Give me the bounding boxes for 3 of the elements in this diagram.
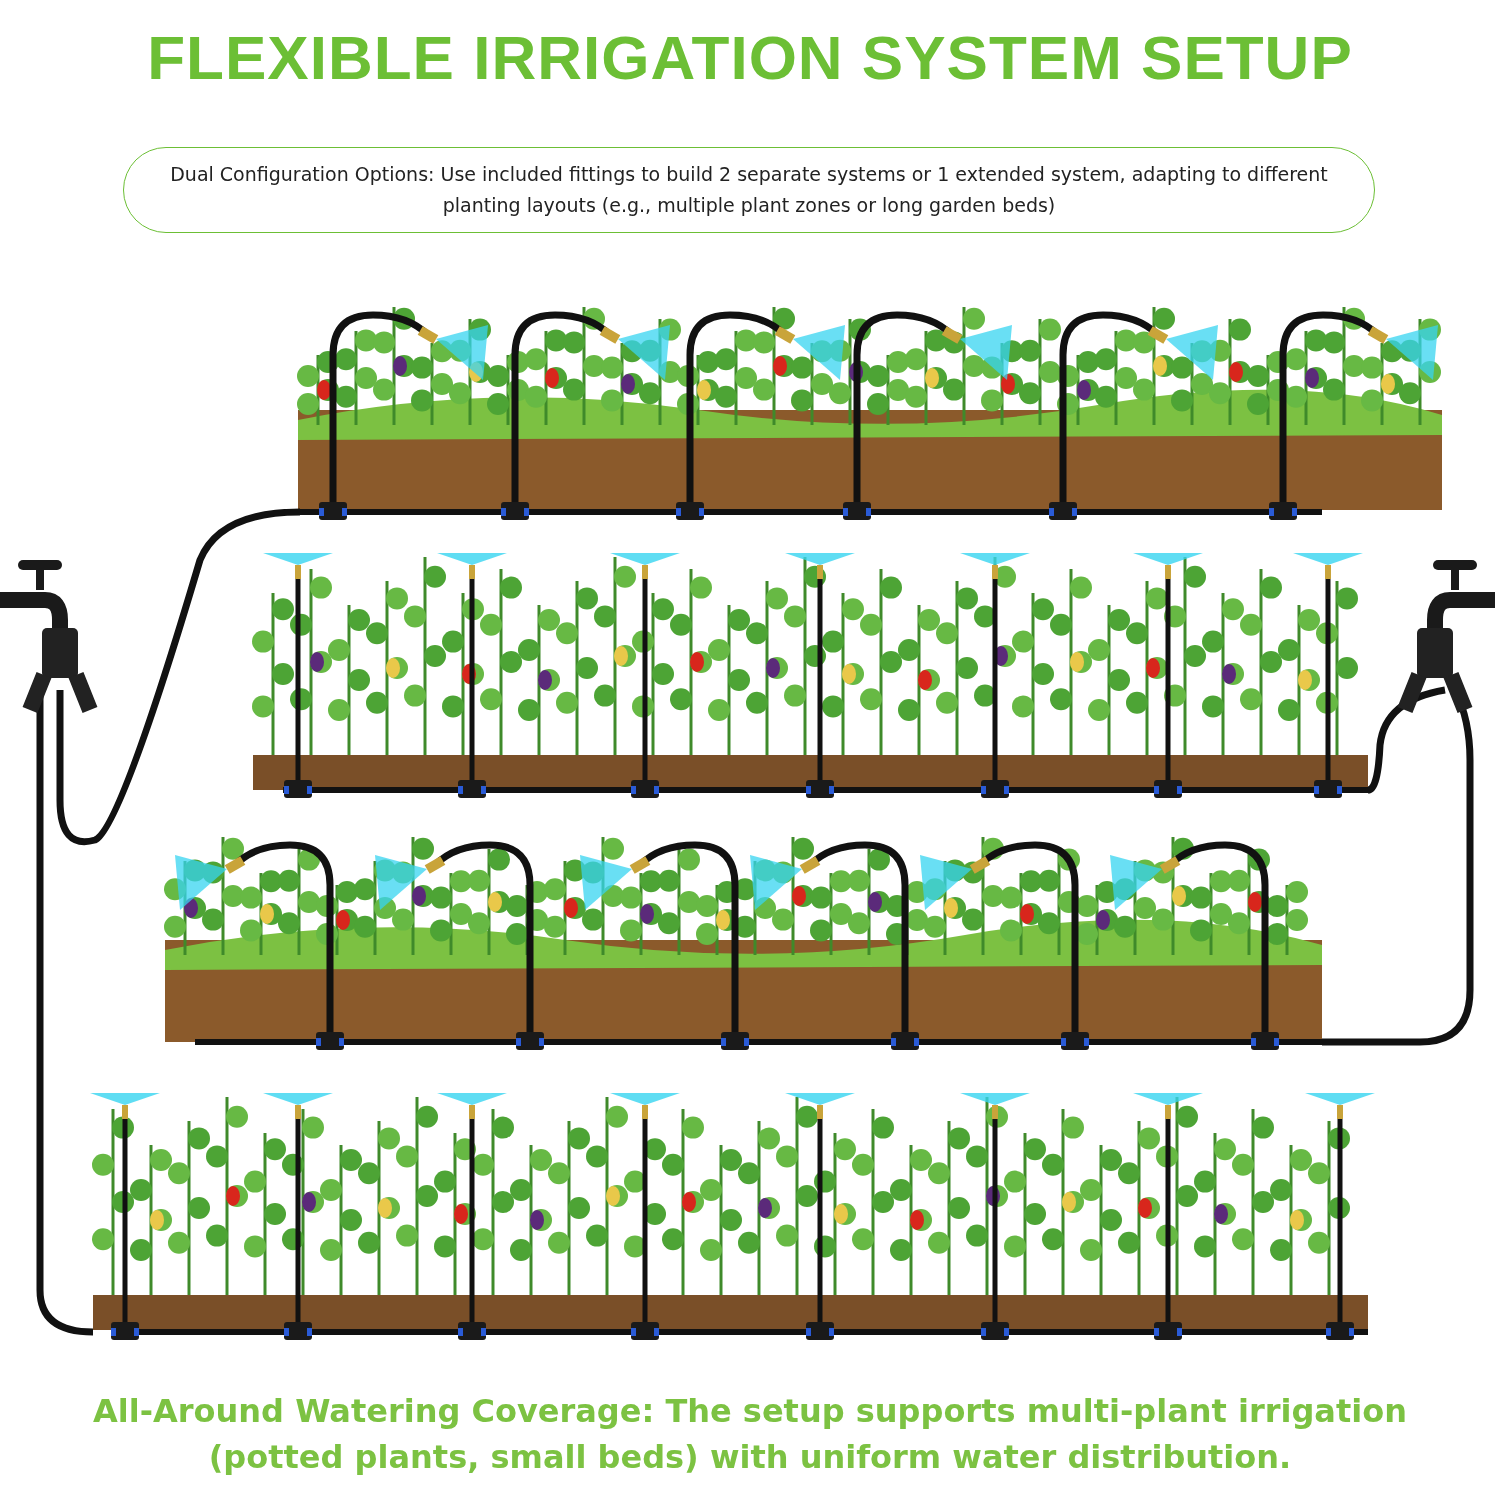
- title: FLEXIBLE IRRIGATION SYSTEM SETUP: [146, 22, 1354, 93]
- caption: All-Around Watering Coverage: The setup supports multi-plant irrigation (potted plants, small beds) with uniform water distribution.: [92, 1391, 1408, 1479]
- info-text: Dual Configuration Options: Use included fittings to build 2 separate systems or 1 extended system, adapting to different planting layouts (e.g., multiple plant zones or long garden beds): [169, 161, 1329, 218]
